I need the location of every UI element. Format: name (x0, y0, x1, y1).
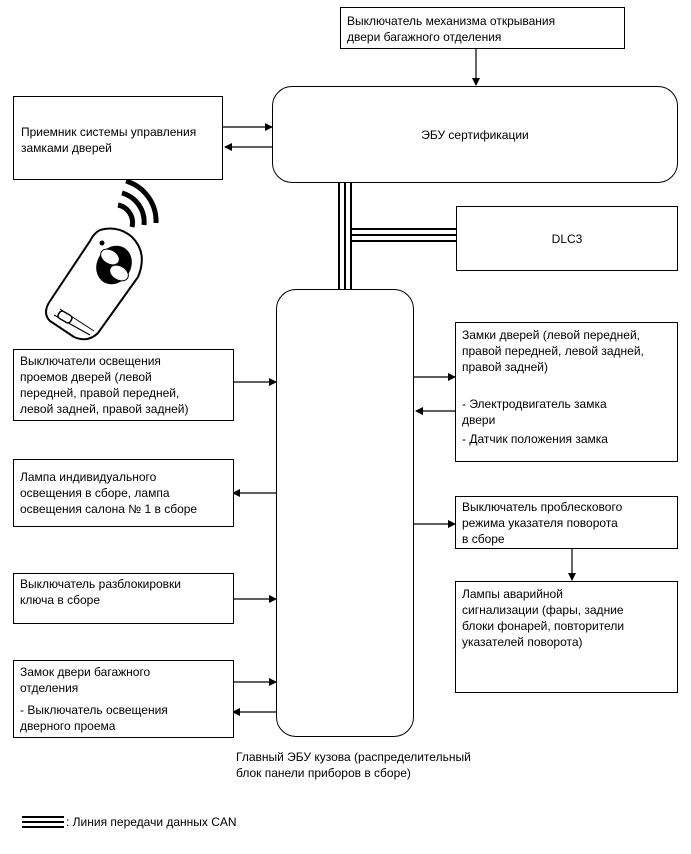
dlc3-box: DLC3 (456, 206, 678, 271)
door-lock-receiver-box: Приемник системы управления замками двер… (13, 96, 223, 180)
door-locks-item-sensor: - Датчик положения замка (462, 432, 608, 446)
legend-can-symbol (22, 816, 64, 828)
hazard-switch-box: Выключатель проблескового режима указате… (455, 496, 678, 549)
door-courtesy-switches-box: Выключатели освещения проемов дверей (ле… (13, 349, 234, 421)
can-branch-dlc3 (351, 228, 456, 242)
interior-lamp-box: Лампа индивидуального освещения в сборе,… (13, 459, 234, 527)
trunk-lock-title: Замок двери багажного отделения (20, 665, 151, 695)
trunk-opener-switch-label: Выключатель механизма открывания двери б… (347, 14, 556, 44)
can-bus-lines (338, 183, 352, 290)
hazard-lamps-box: Лампы аварийной сигнализации (фары, задн… (455, 581, 678, 693)
key-unlock-switch-label: Выключатель разблокировки ключа в сборе (20, 577, 181, 607)
key-unlock-switch-box: Выключатель разблокировки ключа в сборе (13, 573, 234, 624)
certification-ecu-box: ЭБУ сертификации (272, 86, 678, 183)
door-locks-box: Замки дверей (левой передней, правой пер… (455, 322, 678, 462)
trunk-lock-item: - Выключатель освещения дверного проема (20, 703, 168, 733)
door-lock-receiver-label: Приемник системы управления замками двер… (21, 125, 197, 155)
main-body-ecu-label: Главный ЭБУ кузова (распределительный бл… (236, 750, 471, 780)
hazard-lamps-label: Лампы аварийной сигнализации (фары, задн… (462, 587, 625, 649)
certification-ecu-label: ЭБУ сертификации (421, 127, 529, 142)
main-body-ecu-box (276, 289, 414, 737)
hazard-switch-label: Выключатель проблескового режима указате… (462, 500, 623, 546)
smart-key-fob-icon (45, 178, 159, 341)
interior-lamp-label: Лампа индивидуального освещения в сборе,… (20, 470, 198, 516)
trunk-opener-switch-box: Выключатель механизма открывания двери б… (340, 7, 625, 49)
trunk-lock-box: Замок двери багажного отделения - Выключ… (13, 660, 234, 738)
door-locks-item-motor: - Электродвигатель замка двери (462, 397, 607, 427)
door-courtesy-switches-label: Выключатели освещения проемов дверей (ле… (20, 354, 189, 416)
door-locks-title: Замки дверей (левой передней, правой пер… (462, 328, 644, 374)
dlc3-label: DLC3 (551, 231, 583, 246)
legend-can-label: : Линия передачи данных CAN (66, 815, 237, 829)
